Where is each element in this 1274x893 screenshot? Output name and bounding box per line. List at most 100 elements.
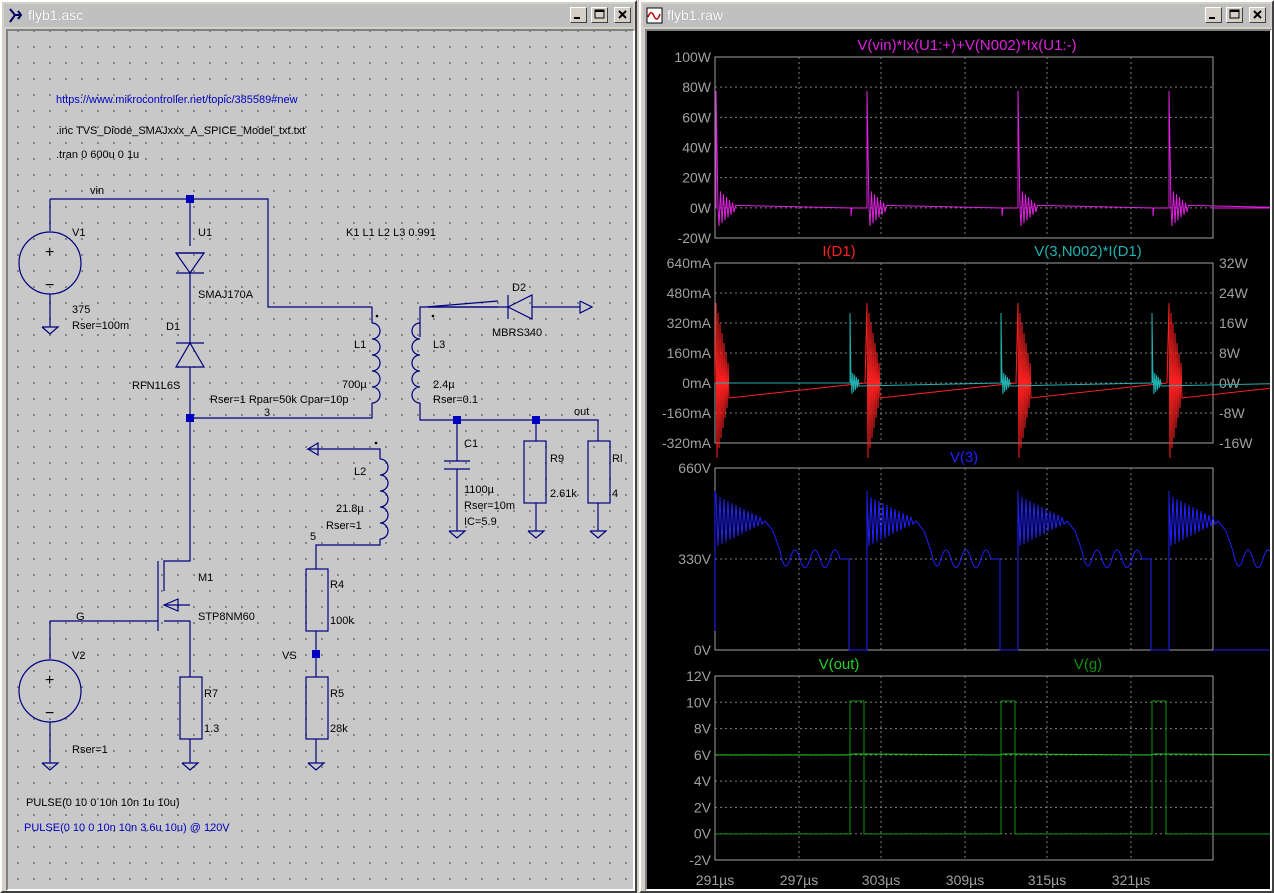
tick-label: 60W bbox=[682, 109, 712, 125]
label-c1-ic: IC=5.9 bbox=[464, 516, 497, 528]
label-d1: D1 bbox=[166, 321, 180, 333]
trace-vout bbox=[715, 753, 1270, 756]
label-c1-rser: Rser=10m bbox=[464, 500, 515, 512]
pane2-frame bbox=[714, 262, 1214, 444]
pane4-trace-left-label[interactable]: V(out) bbox=[819, 656, 860, 673]
label-rl-val: 4 bbox=[612, 488, 618, 500]
label-l3-val: 2.4µ bbox=[433, 379, 455, 391]
waveform-title: flyb1.raw bbox=[667, 7, 724, 23]
tick-label: 0W bbox=[1219, 375, 1241, 391]
close-button[interactable] bbox=[614, 7, 631, 23]
trace-power bbox=[715, 90, 1270, 227]
pulse-blue: PULSE(0 10 0 10n 10n 3.6u 10u) @ 120V bbox=[24, 822, 230, 834]
tick-label: -160mA bbox=[662, 405, 712, 421]
label-c1: C1 bbox=[464, 438, 478, 450]
tick-label: 80W bbox=[682, 79, 712, 95]
tick-label: 12V bbox=[686, 668, 712, 684]
tick-label: -20W bbox=[678, 230, 712, 246]
label-l2-rser: Rser=1 bbox=[326, 520, 362, 532]
tick-label: 100W bbox=[674, 49, 711, 65]
tick-label: -16W bbox=[1219, 435, 1253, 451]
tick-label: 24W bbox=[1219, 285, 1249, 301]
label-r9: R9 bbox=[550, 453, 564, 465]
label-node5: 5 bbox=[310, 531, 316, 543]
schematic-window: flyb1.asc bbox=[0, 0, 637, 893]
pane3-trace-label[interactable]: V(3) bbox=[950, 449, 978, 466]
trace-vg bbox=[715, 700, 1270, 835]
maximize-button[interactable] bbox=[1226, 7, 1243, 23]
label-l3-rser: Rser=0.1 bbox=[433, 394, 478, 406]
label-r7: R7 bbox=[204, 688, 218, 700]
trace-v3 bbox=[714, 490, 1270, 651]
pane4-trace-right-label[interactable]: V(g) bbox=[1074, 656, 1102, 673]
label-node3: 3 bbox=[264, 407, 270, 419]
tick-label: 480mA bbox=[667, 285, 712, 301]
tick-label: 6V bbox=[694, 747, 712, 763]
waveform-icon bbox=[646, 7, 663, 24]
label-c1-val: 1100µ bbox=[464, 484, 495, 496]
include-directive: .inc TVS_Diode_SMAJxxx_A_SPICE_Model_txt… bbox=[56, 125, 305, 137]
tick-label: 0W bbox=[690, 200, 712, 216]
schematic-canvas[interactable]: + − + − vin V1 375 Rser=100m U1 SMAJ170A… bbox=[6, 29, 635, 891]
minimize-button[interactable] bbox=[570, 7, 587, 23]
trace-p-d1 bbox=[715, 312, 1270, 395]
pane4-frame bbox=[714, 675, 1214, 861]
label-l2-val: 21.8µ bbox=[336, 503, 364, 515]
schematic-icon bbox=[9, 8, 23, 23]
x-tick-label: 315µs bbox=[1028, 872, 1066, 888]
label-l1-params: Rser=1 Rpar=50k Cpar=10p bbox=[210, 394, 349, 406]
tick-label: 10V bbox=[686, 694, 712, 710]
url-comment[interactable]: https://www.mikrocontroller.net/topic/38… bbox=[56, 94, 298, 106]
schematic-title: flyb1.asc bbox=[28, 7, 84, 23]
pane1-trace-label[interactable]: V(vin)*Ix(U1:+)+V(N002)*Ix(U1:-) bbox=[857, 37, 1076, 54]
maximize-button[interactable] bbox=[591, 7, 608, 23]
tick-label: 0V bbox=[694, 826, 712, 842]
tran-directive: .tran 0 600u 0 1u bbox=[56, 149, 139, 161]
tick-label: -8W bbox=[1219, 405, 1245, 421]
tick-label: 16W bbox=[1219, 315, 1249, 331]
x-tick-label: 321µs bbox=[1112, 872, 1150, 888]
label-d2: D2 bbox=[512, 282, 526, 294]
tick-label: -320mA bbox=[662, 435, 712, 451]
label-d2-val: MBRS340 bbox=[492, 327, 542, 339]
label-v2: V2 bbox=[72, 650, 85, 662]
label-u1-val: SMAJ170A bbox=[198, 289, 254, 301]
label-r5-val: 28k bbox=[330, 723, 348, 735]
label-m1-val: STP8NM60 bbox=[198, 611, 255, 623]
tick-label: 0V bbox=[694, 642, 712, 658]
x-tick-label: 303µs bbox=[862, 872, 900, 888]
label-v1-rser: Rser=100m bbox=[72, 320, 129, 332]
label-m1: M1 bbox=[198, 572, 213, 584]
pane1-frame bbox=[714, 56, 1214, 239]
label-vin: vin bbox=[90, 185, 104, 197]
label-l1: L1 bbox=[354, 339, 366, 351]
svg-text:−: − bbox=[45, 705, 54, 722]
label-v2-rser: Rser=1 bbox=[72, 744, 108, 756]
trace-i-d1 bbox=[714, 302, 1270, 459]
label-v1: V1 bbox=[72, 227, 85, 239]
label-rl: Rl bbox=[612, 453, 622, 465]
label-r7-val: 1.3 bbox=[204, 723, 219, 735]
pane2-trace-right-label[interactable]: V(3,N002)*I(D1) bbox=[1034, 243, 1142, 260]
schematic-titlebar[interactable]: flyb1.asc bbox=[4, 4, 633, 27]
tick-label: 640mA bbox=[667, 255, 712, 271]
tick-label: 660V bbox=[678, 460, 711, 476]
label-d1-val: RFN1L6S bbox=[132, 380, 180, 392]
waveform-titlebar[interactable]: flyb1.raw bbox=[643, 4, 1270, 27]
label-r4: R4 bbox=[330, 579, 344, 591]
label-out: out bbox=[574, 406, 589, 418]
close-button[interactable] bbox=[1249, 7, 1266, 23]
label-r4-val: 100k bbox=[330, 615, 354, 627]
schematic-drawing: + − + − vin V1 375 Rser=100m U1 SMAJ170A… bbox=[18, 94, 622, 834]
minimize-button[interactable] bbox=[1205, 7, 1222, 23]
label-l3: L3 bbox=[433, 339, 445, 351]
label-l1-val: 700µ bbox=[342, 379, 367, 391]
tick-label: 8V bbox=[694, 721, 712, 737]
pane2-trace-left-label[interactable]: I(D1) bbox=[822, 243, 855, 260]
tick-label: 2V bbox=[694, 799, 712, 815]
tick-label: 32W bbox=[1219, 255, 1249, 271]
tick-label: 20W bbox=[682, 170, 712, 186]
